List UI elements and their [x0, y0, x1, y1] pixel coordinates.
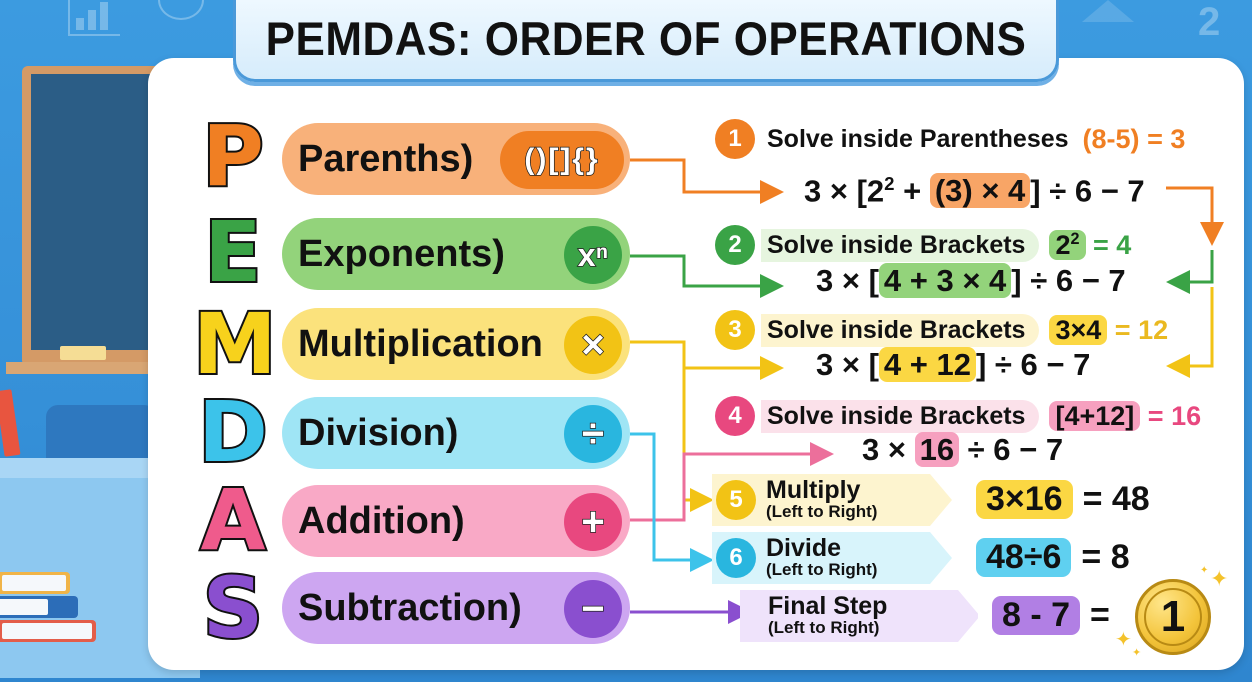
step-chip: 22	[1049, 229, 1086, 260]
letter-d: D	[196, 383, 270, 481]
step-chip: (8-5)	[1082, 123, 1140, 154]
number-two-decoration: 2	[1198, 0, 1221, 44]
step-title: Solve inside Brackets	[761, 228, 1040, 262]
step-number-badge: 3	[715, 310, 755, 350]
sparkle-icon: ✦	[1210, 566, 1229, 591]
page-title: PEMDAS: ORDER OF OPERATIONS	[265, 12, 1027, 66]
sparkle-icon: ✦	[1200, 565, 1209, 576]
pill-label: Multiplication	[298, 322, 543, 365]
step-4-expression: 3 × 16 ÷ 6 − 7	[862, 432, 1064, 467]
step-chip: 48÷6	[976, 538, 1072, 577]
title-banner: PEMDAS: ORDER OF OPERATIONS	[233, 0, 1059, 82]
multiply-icon: ×	[564, 316, 622, 374]
step-result: = 12	[1114, 314, 1169, 345]
brackets-icon: ()[]{}	[500, 131, 624, 189]
answer-coin-icon: 1	[1135, 579, 1211, 655]
highlight: 4 + 12	[878, 347, 976, 382]
pill-addition: Addition) +	[282, 485, 630, 557]
pill-division: Division) ÷	[282, 397, 630, 469]
step-title: Final Step	[768, 592, 888, 621]
letter-e: E	[202, 203, 263, 301]
bar-chart-icon	[68, 0, 120, 36]
triangle-icon	[1082, 0, 1134, 22]
letter-a: A	[198, 471, 267, 569]
step-title: Divide	[766, 534, 842, 563]
final-step-calc: 8 - 7 =	[992, 596, 1110, 635]
exponent-icon: xⁿ	[564, 226, 622, 284]
step-4-header: 4 Solve inside Brackets [4+12] = 16	[715, 396, 1201, 436]
step-number-badge: 4	[715, 396, 755, 436]
shelf-panel	[46, 405, 156, 465]
step-result: = 3	[1147, 123, 1186, 154]
step-title: Solve inside Parentheses	[767, 124, 1069, 153]
step-title: Solve inside Brackets	[761, 399, 1040, 433]
step-number-badge: 6	[716, 538, 756, 578]
pill-label: Subtraction)	[298, 586, 522, 629]
step-result: =	[1090, 596, 1110, 634]
highlight: 16	[914, 432, 960, 467]
step-result: = 8	[1081, 538, 1130, 576]
highlight: 4 + 3 × 4	[878, 263, 1012, 298]
step-result: = 4	[1093, 229, 1132, 260]
step-number-badge: 1	[715, 119, 755, 159]
step-subtitle: (Left to Right)	[766, 502, 878, 522]
step-5-calc: 3×16 = 48	[976, 480, 1150, 519]
book-icon	[0, 620, 96, 642]
step-chip: [4+12]	[1049, 400, 1141, 431]
step-5-row: 5 Multiply (Left to Right)	[712, 474, 952, 526]
step-chip: 3×16	[976, 480, 1073, 519]
book-icon	[0, 389, 21, 457]
plus-icon: +	[564, 493, 622, 551]
step-2-expression: 3 × [4 + 3 × 4] ÷ 6 − 7	[816, 263, 1126, 298]
pill-exponents: Exponents) xⁿ	[282, 218, 630, 290]
step-result: = 48	[1082, 480, 1150, 518]
letter-m: M	[191, 295, 279, 393]
pill-label: Addition)	[298, 499, 465, 542]
final-answer: 1	[1144, 588, 1202, 646]
minus-icon: −	[564, 580, 622, 638]
final-step-row: Final Step (Left to Right)	[740, 590, 978, 642]
highlight: (3) × 4	[929, 173, 1031, 209]
step-chip: 8 - 7	[992, 596, 1081, 635]
letter-s: S	[201, 559, 266, 657]
circle-icon	[158, 0, 204, 20]
letter-p: P	[200, 107, 266, 205]
pill-multiplication: Multiplication ×	[282, 308, 630, 380]
sparkle-icon: ✦	[1115, 629, 1132, 651]
pill-parentheses: Parenths) ()[]{}	[282, 123, 630, 195]
step-1-header: 1 Solve inside Parentheses (8-5) = 3	[715, 119, 1185, 159]
sparkle-icon: ✦	[1132, 647, 1142, 659]
step-2-header: 2 Solve inside Brackets 22 = 4	[715, 225, 1131, 265]
step-number-badge: 2	[715, 225, 755, 265]
step-1-expression: 3 × [22 + (3) × 4] ÷ 6 − 7	[804, 173, 1145, 209]
chalk-eraser	[60, 346, 106, 360]
step-number-badge: 5	[716, 480, 756, 520]
divide-icon: ÷	[564, 405, 622, 463]
step-subtitle: (Left to Right)	[766, 560, 878, 580]
book-icon	[0, 572, 70, 594]
step-3-header: 3 Solve inside Brackets 3×4 = 12	[715, 310, 1168, 350]
pill-label: Parenths)	[298, 137, 474, 180]
step-6-row: 6 Divide (Left to Right)	[712, 532, 952, 584]
step-result: = 16	[1147, 400, 1202, 431]
step-6-calc: 48÷6 = 8	[976, 538, 1130, 577]
pill-label: Exponents)	[298, 232, 505, 275]
pill-label: Division)	[298, 411, 459, 454]
step-3-expression: 3 × [4 + 12] ÷ 6 − 7	[816, 347, 1091, 382]
book-icon	[0, 596, 78, 618]
step-chip: 3×4	[1049, 314, 1108, 345]
step-title: Solve inside Brackets	[761, 313, 1040, 347]
step-arrow-label: Final Step (Left to Right)	[740, 590, 978, 642]
pill-subtraction: Subtraction) −	[282, 572, 630, 644]
step-title: Multiply	[766, 476, 861, 505]
step-subtitle: (Left to Right)	[768, 618, 880, 638]
